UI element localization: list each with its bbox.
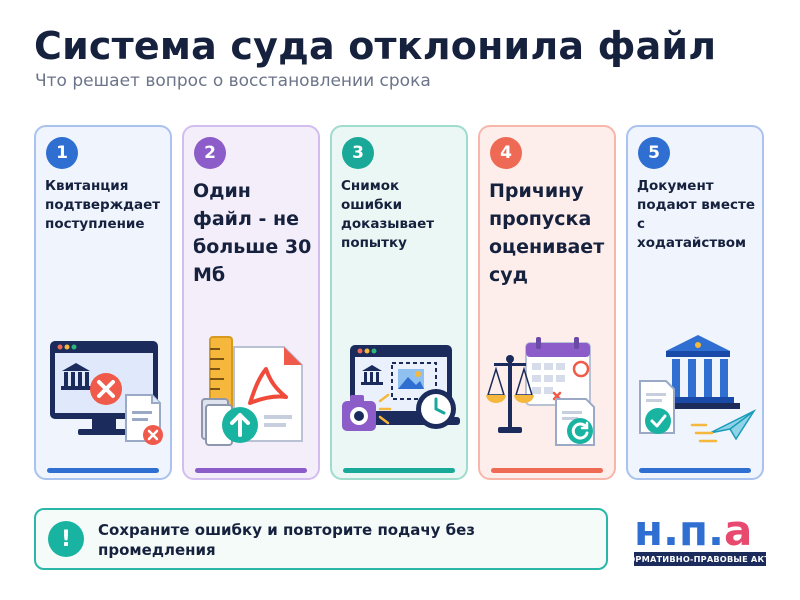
screenshot-clock-icon — [342, 345, 460, 431]
step-number-badge: 2 — [194, 137, 226, 169]
step-accent-bar — [491, 468, 603, 473]
step-text: Один файл - не больше 30 Мб — [193, 180, 312, 286]
scales-calendar-icon — [486, 337, 595, 446]
logo-letters: н.п.а — [634, 506, 753, 555]
page-subtitle: Что решает вопрос о восстановлении срока — [35, 71, 431, 91]
tip-text: Сохраните ошибку и повторите подачу без … — [98, 521, 476, 559]
step-accent-bar — [343, 468, 455, 473]
step-accent-bar — [639, 468, 751, 473]
logo-caption: НОРМАТИВНО-ПРАВОВЫЕ АКТЫ — [621, 552, 779, 566]
page-title: Система суда отклонила файл — [34, 24, 717, 68]
steps-cards: 1 Квитанция подтверждает поступление 2 О… — [34, 125, 766, 480]
pdf-file-size-icon — [201, 336, 303, 446]
logo-letter: п — [679, 506, 709, 555]
exclamation-icon: ! — [48, 521, 84, 557]
step-text: Квитанция подтверждает поступление — [45, 178, 161, 232]
step-card-1: 1 Квитанция подтверждает поступление — [34, 125, 172, 480]
step-text: Снимок ошибки доказывает попытку — [341, 178, 435, 251]
step-card-5: 5 Документ подают вместе с ходатайством — [626, 125, 764, 480]
step-text: Документ подают вместе с ходатайством — [637, 178, 755, 251]
step-card-3: 3 Снимок ошибки доказывает попытку — [330, 125, 468, 480]
tip-callout: ! Сохраните ошибку и повторите подачу бе… — [34, 508, 608, 570]
court-document-send-icon — [639, 335, 757, 443]
step-number-badge: 5 — [638, 137, 670, 169]
monitor-court-error-icon — [50, 341, 163, 445]
step-text: Причину пропуска оценивает суд — [489, 180, 605, 286]
step-card-4: 4 Причину пропуска оценивает суд — [478, 125, 616, 480]
step-accent-bar — [47, 468, 159, 473]
brand-logo: н.п.а НОРМАТИВНО-ПРАВОВЫЕ АКТЫ — [621, 506, 779, 566]
step-number-badge: 3 — [342, 137, 374, 169]
step-number-badge: 1 — [46, 137, 78, 169]
step-accent-bar — [195, 468, 307, 473]
step-card-2: 2 Один файл - не больше 30 Мб — [182, 125, 320, 480]
step-number-badge: 4 — [490, 137, 522, 169]
logo-letter: а — [724, 506, 753, 555]
logo-letter: н — [634, 506, 664, 555]
